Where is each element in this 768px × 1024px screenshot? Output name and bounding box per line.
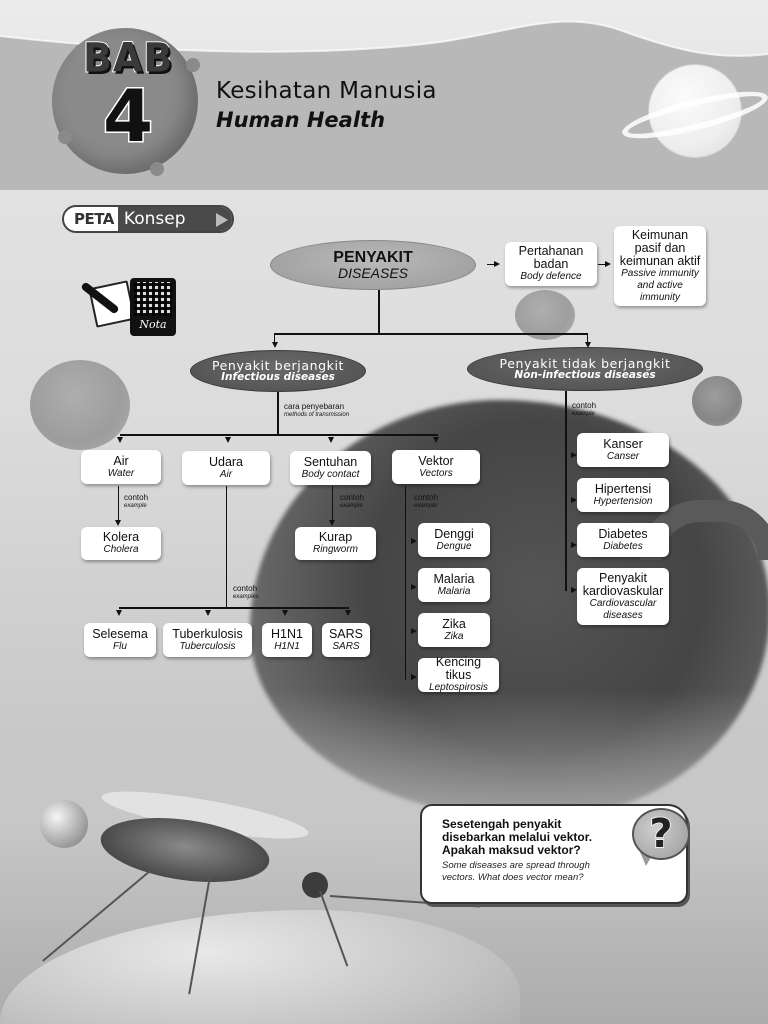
arrow-down-icon — [115, 520, 121, 526]
connector-line — [378, 290, 380, 334]
chapter-number: 4 — [101, 74, 154, 158]
virus-decoration — [515, 290, 575, 340]
blood-droplet-image — [40, 800, 88, 848]
arrow-down-icon — [272, 342, 278, 348]
arrow-down-icon — [329, 520, 335, 526]
arrow-right-icon — [411, 674, 417, 680]
connector-line — [274, 333, 588, 335]
arrow-right-icon — [411, 628, 417, 634]
arrow-right-icon — [494, 261, 500, 267]
example-label: contoh example — [414, 493, 439, 510]
connector-line — [332, 486, 333, 522]
node-air: Udara Air — [182, 451, 270, 485]
node-non-infectious-diseases: Penyakit tidak berjangkit Non-infectious… — [467, 347, 703, 391]
arrow-down-icon — [345, 610, 351, 616]
chapter-header: BAB 4 Kesihatan Manusia Human Health — [0, 0, 768, 190]
planet-decoration — [648, 64, 742, 158]
arrow-right-icon — [411, 538, 417, 544]
arrow-down-icon — [328, 437, 334, 443]
arrow-right-icon — [571, 587, 577, 593]
arrow-down-icon — [117, 437, 123, 443]
node-cancer: Kanser Canser — [577, 433, 669, 467]
transmission-label: cara penyebaran methods of transmission — [284, 402, 350, 419]
badge-konsep-text: Konsep — [117, 207, 232, 231]
connector-line — [274, 333, 275, 343]
emblem-bump — [150, 162, 164, 176]
node-malaria: Malaria Malaria — [418, 568, 490, 602]
arrow-down-icon — [282, 610, 288, 616]
concept-map-badge: PETA Konsep — [62, 205, 234, 233]
node-ringworm: Kurap Ringworm — [295, 527, 376, 560]
connector-line — [565, 391, 567, 591]
node-tuberculosis: Tuberkulosis Tuberculosis — [163, 623, 252, 657]
arrow-right-icon — [571, 497, 577, 503]
arrow-right-icon — [571, 542, 577, 548]
node-immunity: Keimunan pasif dan keimunan aktif Passiv… — [614, 226, 706, 306]
emblem-bump — [58, 130, 72, 144]
connector-line — [277, 392, 279, 434]
question-mark-icon: ? — [632, 808, 690, 860]
arrow-right-icon — [571, 452, 577, 458]
arrow-down-icon — [585, 342, 591, 348]
connector-line — [119, 607, 349, 609]
emblem-bump — [186, 58, 200, 72]
connector-line — [587, 333, 588, 343]
node-diabetes: Diabetes Diabetes — [577, 523, 669, 557]
connector-line — [120, 434, 438, 436]
examples-label: contoh examples — [233, 584, 259, 601]
node-cardiovascular: Penyakit kardiovaskular Cardiovascular d… — [577, 568, 669, 625]
chapter-title: Kesihatan Manusia — [216, 78, 437, 104]
connector-line — [118, 486, 119, 522]
node-flu: Selesema Flu — [84, 623, 156, 657]
arrow-down-icon — [205, 610, 211, 616]
arrow-down-icon — [116, 610, 122, 616]
example-label: contoh example — [124, 493, 149, 510]
connector-line — [405, 486, 406, 680]
node-infectious-diseases: Penyakit berjangkit Infectious diseases — [190, 350, 366, 392]
node-body-contact: Sentuhan Body contact — [290, 451, 371, 485]
emblem-bump — [74, 44, 88, 58]
chapter-subtitle: Human Health — [216, 108, 386, 132]
node-hypertension: Hipertensi Hypertension — [577, 478, 669, 512]
connector-line — [598, 264, 606, 265]
virus-decoration — [30, 360, 130, 450]
arrow-right-icon — [605, 261, 611, 267]
chapter-label: BAB — [82, 34, 174, 82]
node-water: Air Water — [81, 450, 161, 484]
mosquito-head-image — [302, 872, 328, 898]
node-diseases: PENYAKIT DISEASES — [270, 240, 476, 290]
example-label: contoh example — [340, 493, 365, 510]
arrow-down-icon — [433, 437, 439, 443]
node-vectors: Vektor Vectors — [392, 450, 480, 484]
node-body-defence: Pertahanan badan Body defence — [505, 242, 597, 286]
question-text-en: Some diseases are spread through vectors… — [442, 860, 590, 883]
node-cholera: Kolera Cholera — [81, 527, 161, 560]
virus-decoration — [692, 376, 742, 426]
node-leptospirosis: Kencing tikus Leptospirosis — [418, 656, 499, 693]
badge-peta-text: PETA — [74, 210, 114, 228]
node-dengue: Denggi Dengue — [418, 523, 490, 557]
qr-code-icon[interactable]: Nota — [130, 278, 176, 336]
nota-label: Nota — [139, 318, 167, 331]
connector-line — [226, 486, 227, 608]
arrow-right-icon — [411, 584, 417, 590]
play-arrow-icon — [216, 213, 228, 227]
nota-qr-link[interactable]: Nota — [78, 278, 178, 340]
example-label: contoh example — [572, 401, 597, 418]
node-sars: SARS SARS — [322, 623, 370, 657]
arrow-down-icon — [225, 437, 231, 443]
question-text-ms: Sesetengah penyakit disebarkan melalui v… — [442, 817, 593, 857]
node-h1n1: H1N1 H1N1 — [262, 623, 312, 657]
node-zika: Zika Zika — [418, 613, 490, 647]
connector-line — [487, 264, 495, 265]
